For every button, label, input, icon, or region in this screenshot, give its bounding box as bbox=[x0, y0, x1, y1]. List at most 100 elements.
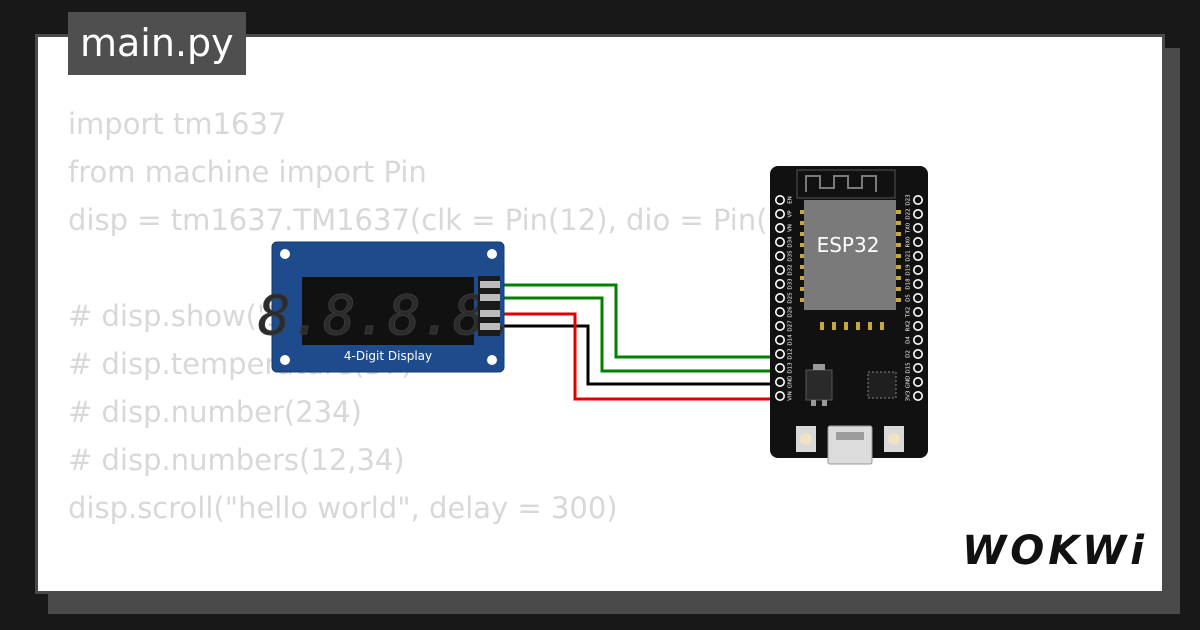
module-pad bbox=[820, 322, 824, 330]
left-pin-labels: ENVPVND34D35D32D33D25D26D27D14D12D13GNDV… bbox=[788, 196, 794, 401]
module-pad bbox=[800, 276, 805, 280]
pin-tx2[interactable] bbox=[912, 306, 923, 317]
module-pad bbox=[800, 254, 805, 258]
left-pin-row bbox=[774, 195, 785, 401]
code-line: # disp.number(234) bbox=[68, 395, 362, 429]
pin-en[interactable] bbox=[774, 195, 785, 206]
pin-label: D5 bbox=[906, 294, 912, 302]
module-pad bbox=[896, 210, 901, 214]
pin-d23[interactable] bbox=[912, 195, 923, 206]
pin-d33[interactable] bbox=[774, 278, 785, 289]
pin-label: VN bbox=[788, 224, 794, 232]
pin-label: D12 bbox=[788, 348, 794, 359]
pin-label: D19 bbox=[906, 264, 912, 276]
pin-d18[interactable] bbox=[912, 278, 923, 289]
pin-rx0[interactable] bbox=[912, 237, 923, 248]
tm1637-display-module[interactable]: 8.8.8.8. 4-Digit Display bbox=[257, 241, 519, 373]
pin-d2[interactable] bbox=[912, 348, 923, 359]
preview-card bbox=[35, 34, 1165, 594]
module-pad bbox=[896, 243, 901, 247]
module-pad bbox=[880, 322, 884, 330]
module-pad bbox=[896, 232, 901, 236]
pin-vin[interactable] bbox=[774, 390, 785, 401]
module-pad bbox=[896, 254, 901, 258]
pin-label: D35 bbox=[788, 250, 794, 262]
module-pad bbox=[800, 210, 805, 214]
pin-d4[interactable] bbox=[912, 334, 923, 345]
pin-label: D23 bbox=[906, 194, 912, 206]
pin-d26[interactable] bbox=[774, 306, 785, 317]
wires bbox=[500, 283, 780, 401]
pin-d19[interactable] bbox=[912, 264, 923, 275]
pin-rx2[interactable] bbox=[912, 320, 923, 331]
pin-d12[interactable] bbox=[774, 348, 785, 359]
module-pad bbox=[844, 322, 848, 330]
pin-label: D2 bbox=[906, 350, 912, 358]
pin-d15[interactable] bbox=[912, 362, 923, 373]
module-pad bbox=[896, 287, 901, 291]
pin-d27[interactable] bbox=[774, 320, 785, 331]
pin-label: D34 bbox=[788, 236, 794, 248]
module-pad bbox=[800, 221, 805, 225]
wire-dio[interactable] bbox=[500, 296, 780, 373]
module-pad bbox=[896, 276, 901, 280]
pin-d25[interactable] bbox=[774, 292, 785, 303]
module-pad bbox=[800, 298, 805, 302]
antenna-area bbox=[796, 169, 896, 199]
pin-label: D13 bbox=[788, 362, 794, 374]
usb-uart-chip bbox=[867, 371, 897, 399]
pin-label: D14 bbox=[788, 334, 794, 346]
pin-vn[interactable] bbox=[774, 223, 785, 234]
pin-d35[interactable] bbox=[774, 251, 785, 262]
module-pad bbox=[896, 265, 901, 269]
wire-vcc[interactable] bbox=[500, 312, 780, 401]
code-line: disp.scroll("hello world", delay = 300) bbox=[68, 491, 618, 525]
pin-d22[interactable] bbox=[912, 209, 923, 220]
mount-hole bbox=[487, 355, 497, 365]
chip-label: ESP32 bbox=[817, 233, 880, 257]
pin-label: VP bbox=[788, 210, 794, 218]
segment-display bbox=[302, 277, 474, 345]
pin-header bbox=[478, 276, 500, 336]
pin-vp[interactable] bbox=[774, 209, 785, 220]
pin-label: GND bbox=[788, 376, 794, 389]
esp32-board[interactable]: ESP32 ENVPVND34D35D32D33D25D26D27D14D12D… bbox=[770, 166, 928, 465]
module-pad bbox=[856, 322, 860, 330]
code-line: disp = tm1637.TM1637(clk = Pin(12), dio … bbox=[68, 203, 828, 237]
pin-3v3[interactable] bbox=[912, 390, 923, 401]
pin-d14[interactable] bbox=[774, 334, 785, 345]
pin-label: D21 bbox=[906, 250, 912, 261]
segment-digits: 8.8.8.8. bbox=[258, 284, 518, 347]
pin-tx0[interactable] bbox=[912, 223, 923, 234]
code-line: # disp.numbers(12,34) bbox=[68, 443, 405, 477]
pin-gnd[interactable] bbox=[912, 376, 923, 387]
pin-label: D15 bbox=[906, 362, 912, 374]
pin-d21[interactable] bbox=[912, 251, 923, 262]
display-label: 4-Digit Display bbox=[344, 349, 432, 363]
code-block: import tm1637 from machine import Pin di… bbox=[68, 100, 827, 532]
module-pad bbox=[896, 298, 901, 302]
pin-label: D18 bbox=[906, 278, 912, 290]
pin-label: 3V3 bbox=[906, 390, 912, 401]
pin-label: D22 bbox=[906, 208, 912, 219]
pin-label: D4 bbox=[906, 336, 912, 344]
pin-label: D32 bbox=[788, 264, 794, 275]
file-tab[interactable]: main.py bbox=[68, 12, 246, 75]
pin-label: TX2 bbox=[906, 307, 912, 319]
pin-gnd[interactable] bbox=[774, 376, 785, 387]
usb-port[interactable] bbox=[827, 425, 873, 465]
pin-d32[interactable] bbox=[774, 264, 785, 275]
voltage-regulator bbox=[805, 369, 833, 401]
pin-d13[interactable] bbox=[774, 362, 785, 373]
pin-d5[interactable] bbox=[912, 292, 923, 303]
pin-d34[interactable] bbox=[774, 237, 785, 248]
right-pin-row bbox=[912, 195, 923, 401]
pin-label: D25 bbox=[788, 292, 794, 304]
wire-clk[interactable] bbox=[500, 283, 780, 359]
module-pad bbox=[800, 287, 805, 291]
module-pins bbox=[800, 210, 901, 330]
pin-label: EN bbox=[788, 196, 794, 204]
pin-label: D26 bbox=[788, 306, 794, 318]
wire-gnd[interactable] bbox=[500, 324, 780, 386]
